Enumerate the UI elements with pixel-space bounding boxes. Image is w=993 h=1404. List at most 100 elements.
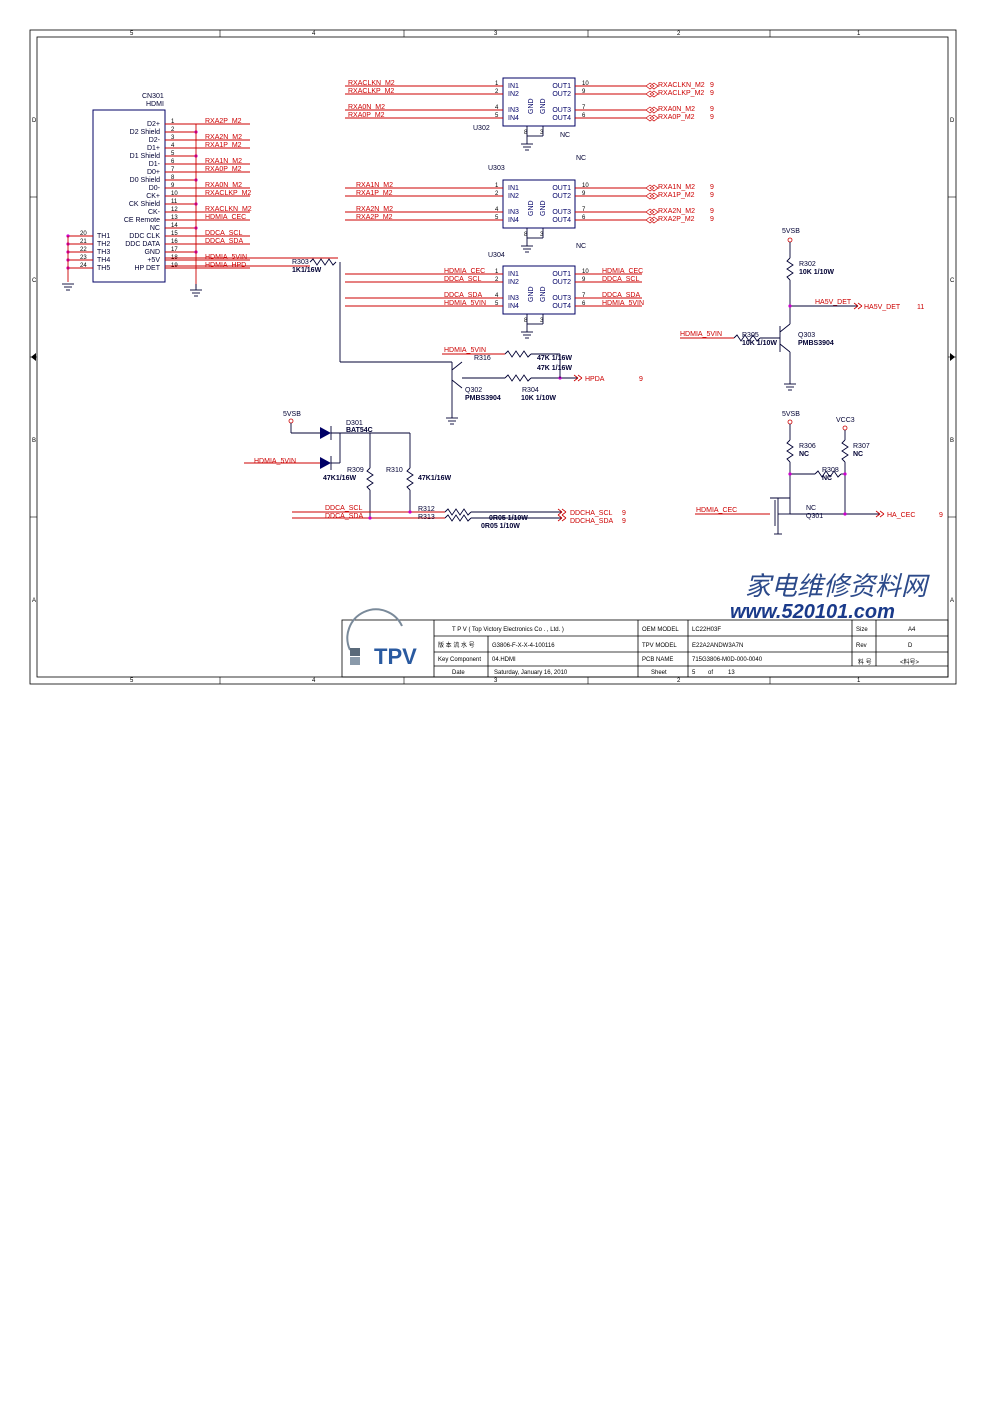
esd-gnd-pin: 3 bbox=[540, 232, 544, 238]
esd-out-name: OUT2 bbox=[552, 279, 571, 286]
ground-icon bbox=[446, 417, 458, 425]
esd-pin-name: IN2 bbox=[508, 91, 519, 98]
ground-icon bbox=[521, 331, 533, 339]
row-label: B bbox=[32, 438, 36, 444]
connector-pin-name: DDC CLK bbox=[129, 233, 160, 240]
r307-ref: R307 bbox=[853, 443, 870, 450]
connector-pin-number: 10 bbox=[171, 191, 178, 197]
ddcha-sda-net: DDCHA_SDA bbox=[570, 518, 614, 525]
page-ref: 9 bbox=[710, 216, 714, 223]
diode-icon bbox=[320, 426, 332, 440]
of-label: of bbox=[708, 670, 713, 676]
esd-out-net: RXA0N_M2 bbox=[658, 106, 695, 113]
esd-pin-number: 4 bbox=[495, 105, 499, 111]
connector-th-number: 24 bbox=[80, 263, 87, 269]
page-ref: 9 bbox=[710, 82, 714, 89]
r312-value: 0R05 1/10W bbox=[489, 515, 528, 522]
r304-ref: R304 bbox=[522, 387, 539, 394]
port-arrow-icon bbox=[645, 184, 659, 192]
cec-circuit: 5VSB VCC3 R306 NC R307 NC R308 NC NC Q30 bbox=[695, 411, 943, 535]
connector-pin-name: D1+ bbox=[147, 145, 160, 152]
q302-ref: Q302 bbox=[465, 387, 482, 394]
esd-in-net: RXA0N_M2 bbox=[348, 104, 385, 111]
ha-cec-net: HA_CEC bbox=[887, 512, 915, 519]
esd-out-name: OUT2 bbox=[552, 91, 571, 98]
connector-ref: CN301 bbox=[142, 93, 164, 100]
col-label: 5 bbox=[130, 678, 134, 684]
esd-in-net: RXA1P_M2 bbox=[356, 190, 393, 197]
esd-pin-number: 4 bbox=[495, 207, 499, 213]
r308-value: NC bbox=[822, 475, 832, 482]
esd-out-name: OUT1 bbox=[552, 271, 571, 278]
hpd-circuit: R303 1K1/16W HDMIA_5VIN R316 47K 1/16W 4… bbox=[165, 257, 643, 425]
connector-pin-net: HDMIA_HPD bbox=[205, 262, 246, 269]
esd-pin-name: IN1 bbox=[508, 271, 519, 278]
watermark: 家电维修资料网 www.520101.com bbox=[730, 571, 930, 623]
diode-icon bbox=[320, 456, 332, 470]
page-ref: 9 bbox=[622, 510, 626, 517]
transistor-q303: Q303 PMBS3904 bbox=[779, 323, 834, 384]
page-ref: 9 bbox=[639, 376, 643, 383]
esd-pin-number: 1 bbox=[495, 183, 499, 189]
ddc-circuit: 5VSB D301 BAT54C HDMIA_5VIN R309 47K1/16… bbox=[244, 411, 626, 530]
esd-out-name: OUT1 bbox=[552, 83, 571, 90]
esd-out-name: OUT2 bbox=[552, 193, 571, 200]
esd-pin-number: 2 bbox=[495, 277, 499, 283]
connector-pin-name: D0- bbox=[149, 185, 161, 192]
connector-pin-name: CK+ bbox=[146, 193, 160, 200]
ha5v-det-circuit: 5VSB R302 10K 1/10W HA5V_DET HA5V_DET 11… bbox=[680, 228, 924, 391]
connector-th-name: TH1 bbox=[97, 233, 110, 240]
esd-in-net: RXA2N_M2 bbox=[356, 206, 393, 213]
code-label: 版 本 流 水 号 bbox=[438, 641, 475, 649]
esd-out-net: RXA0P_M2 bbox=[658, 114, 695, 121]
connector-th-name: TH3 bbox=[97, 249, 110, 256]
q302-value: PMBS3904 bbox=[465, 395, 501, 402]
esd-in-net: HDMIA_5VIN bbox=[444, 300, 486, 307]
pcb-name-value: 715G3806-M0D-000-0040 bbox=[692, 657, 763, 663]
col-label: 2 bbox=[677, 31, 681, 37]
connector-type: HDMI bbox=[146, 101, 164, 108]
r303-ref: R303 bbox=[292, 259, 309, 266]
r304-value: 10K 1/10W bbox=[521, 395, 556, 402]
connector-pin-name: D0 Shield bbox=[130, 177, 160, 184]
q301-value: NC bbox=[806, 505, 816, 512]
connector-pin-number: 9 bbox=[171, 183, 175, 189]
connector-pin-number: 14 bbox=[171, 223, 178, 229]
col-label: 3 bbox=[494, 678, 498, 684]
page-ref: 9 bbox=[710, 106, 714, 113]
esd-out-name: OUT3 bbox=[552, 107, 571, 114]
connector-th-number: 21 bbox=[80, 239, 87, 245]
esd-gnd-label: GND bbox=[540, 200, 547, 216]
company-name: T P V ( Top Victory Electronics Co . , L… bbox=[452, 627, 564, 633]
esd-out-number: 7 bbox=[582, 207, 586, 213]
connector-pin-number: 2 bbox=[171, 127, 175, 133]
esd-out-number: 7 bbox=[582, 105, 586, 111]
ha5v-out-net: HA5V_DET bbox=[864, 304, 901, 311]
esd-out-name: OUT3 bbox=[552, 209, 571, 216]
esd-gnd-label: GND bbox=[540, 286, 547, 302]
rev-value: D bbox=[908, 643, 913, 649]
r302-ref: R302 bbox=[799, 261, 816, 268]
connector-pin-name: CK- bbox=[148, 209, 161, 216]
esd-nc-label: NC bbox=[576, 155, 586, 162]
date-value: Saturday, January 16, 2010 bbox=[494, 670, 568, 676]
page-ref: 9 bbox=[710, 184, 714, 191]
r307-value: NC bbox=[853, 451, 863, 458]
esd-pin-name: IN1 bbox=[508, 185, 519, 192]
connector-pin-name: D0+ bbox=[147, 169, 160, 176]
connector-pin-net: RXA0N_M2 bbox=[205, 182, 242, 189]
net-label: DDCA_SDA bbox=[325, 513, 363, 520]
q303-value: PMBS3904 bbox=[798, 340, 834, 347]
esd-ref: U304 bbox=[488, 252, 505, 259]
logo-text: TPV bbox=[374, 644, 417, 669]
connector-pin-net: DDCA_SDA bbox=[205, 238, 243, 245]
esd-out-number: 9 bbox=[582, 191, 586, 197]
row-label: A bbox=[32, 598, 36, 604]
tpv-model-label: TPV MODEL bbox=[642, 643, 677, 649]
